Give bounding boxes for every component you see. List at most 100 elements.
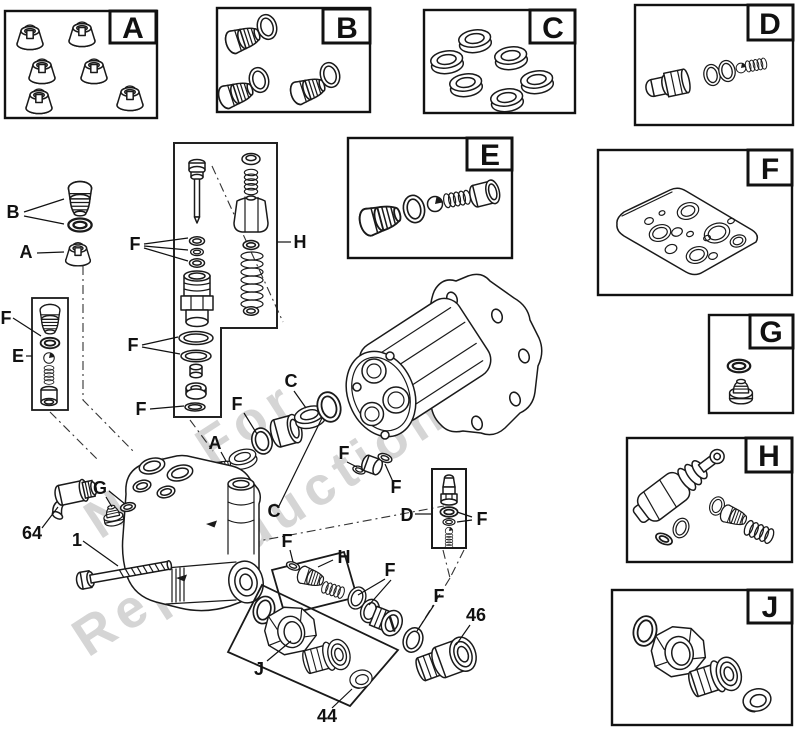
pump-manifold	[121, 454, 264, 612]
pump-crankcase	[345, 273, 543, 440]
hex-plug-icon	[67, 180, 93, 217]
kit-box-j-label-tab	[746, 588, 794, 625]
callout-f-outlet-ring: F	[434, 586, 445, 606]
outlet-fitting-icon	[415, 636, 477, 682]
o-ring-icon	[67, 217, 93, 233]
callout-e: E	[12, 346, 24, 366]
kit-box-b-label: B	[336, 12, 358, 45]
small-seal-group	[351, 451, 394, 477]
callout-a: A	[20, 242, 33, 262]
check-ball-icon	[735, 62, 747, 74]
thermal-valve-group	[31, 297, 69, 411]
callout-44: 44	[317, 706, 337, 726]
unloader-group-outline	[173, 142, 278, 418]
kit-box-a-label-tab	[108, 9, 158, 45]
unloader-piston-icon	[188, 158, 206, 224]
barb-fitting-icon	[645, 68, 691, 98]
valve-seat-icon	[468, 179, 501, 208]
kit-box-c-label-tab	[528, 8, 577, 45]
kit-box-h-label: H	[758, 440, 780, 473]
pressure-knob-stack	[233, 152, 269, 316]
kit-box-g-label: G	[759, 316, 782, 349]
kit-box-b: B	[215, 6, 372, 114]
kit-box-e: E	[346, 136, 514, 260]
construction-lines	[49, 165, 465, 629]
kit-box-f-label-tab	[746, 148, 794, 187]
kit-box-h: H	[625, 436, 794, 564]
cap-icon	[347, 667, 375, 691]
o-ring-icon	[442, 518, 456, 526]
flow-arrow-icon	[176, 574, 187, 582]
o-ring-icon	[242, 239, 260, 251]
valve-cap-icon	[64, 241, 92, 267]
valve-cup-icon	[40, 385, 58, 407]
callout-f-orings: F	[128, 335, 139, 355]
kit-box-g-label-tab	[748, 313, 795, 350]
check-valve-icon	[368, 605, 404, 637]
kit-box-e-label: E	[480, 139, 500, 172]
outlet-chain	[344, 583, 477, 682]
washer-icon	[188, 236, 206, 246]
kit-box-a-label: A	[122, 12, 144, 45]
o-ring-icon	[439, 506, 459, 518]
seat-cap-icon	[185, 382, 207, 400]
chemical-valve-group	[431, 468, 467, 549]
adjust-knob-icon	[233, 195, 269, 233]
hex-plug-icon	[294, 564, 327, 591]
callout-h-knob: H	[294, 232, 307, 252]
kit-box-j: J	[610, 588, 794, 727]
spring-icon	[243, 168, 259, 196]
callout-c-ring: C	[268, 501, 281, 521]
check-ball-icon	[426, 195, 444, 213]
o-ring-icon	[180, 349, 212, 363]
callout-f-outlet-orings: F	[385, 560, 396, 580]
o-ring-icon	[184, 402, 206, 412]
barb-fitting-icon	[440, 474, 458, 506]
callout-64: 64	[22, 523, 42, 543]
callout-f-washers: F	[130, 234, 141, 254]
o-ring-icon	[726, 358, 752, 374]
callout-1: 1	[72, 530, 82, 550]
kit-box-j-label: J	[762, 591, 779, 624]
kit-box-h-label-tab	[744, 436, 794, 474]
drain-plug-group	[64, 180, 93, 267]
callout-46: 46	[466, 605, 486, 625]
callout-f-thermal: F	[1, 308, 12, 328]
washer-icon	[189, 247, 205, 257]
kit-box-c-label: C	[542, 12, 564, 45]
callout-h-valve: H	[338, 547, 351, 567]
callout-f-chem-orings: F	[477, 509, 488, 529]
kit-box-b-label-tab	[321, 7, 372, 45]
kit-box-e-label-tab	[465, 136, 514, 172]
o-ring-icon	[39, 336, 61, 350]
o-ring-icon	[178, 330, 214, 346]
flow-arrow-icon	[206, 520, 217, 528]
check-ball-icon	[43, 352, 55, 364]
nut-icon	[241, 152, 261, 166]
callout-d: D	[401, 505, 414, 525]
piston-icon	[189, 363, 203, 379]
callout-f-outlet-oring: F	[282, 531, 293, 551]
washer-icon	[188, 258, 206, 268]
valve-assembly-icon	[632, 448, 725, 524]
callout-f-small-oring: F	[339, 443, 350, 463]
callout-f-oring-chain: F	[232, 394, 243, 414]
kit-box-d-label: D	[759, 8, 781, 41]
kit-box-a: A	[3, 9, 159, 120]
kit-box-d-label-tab	[746, 3, 795, 42]
gasket-kit-icon	[616, 187, 759, 276]
spring-icon	[43, 365, 55, 385]
callouts: B A F E F F F H C F A C F F D F G	[1, 198, 488, 726]
callout-j: J	[254, 659, 264, 679]
o-ring-icon	[399, 624, 427, 656]
elbow-fitting-icon	[51, 478, 98, 520]
outlet-coupler-group	[226, 583, 400, 708]
spring-icon	[444, 533, 454, 549]
unloader-stack	[178, 158, 214, 412]
kit-box-f-label: F	[761, 153, 779, 186]
unloader-body-icon	[180, 270, 214, 328]
callout-f-seat: F	[136, 399, 147, 419]
large-spring-icon	[240, 251, 264, 309]
